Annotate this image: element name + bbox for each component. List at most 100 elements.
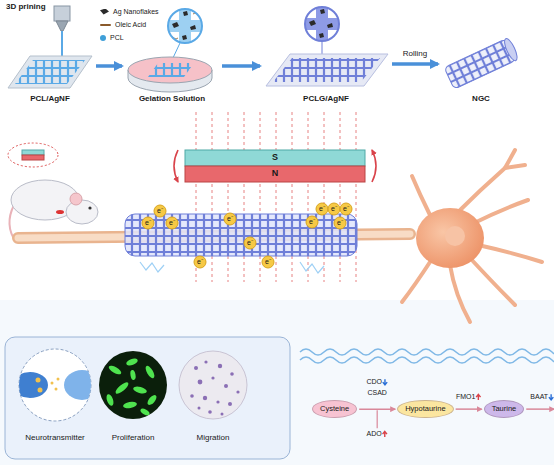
printer-nozzle: [54, 6, 70, 60]
illustration-part: [470, 200, 528, 225]
illustration-part: [185, 150, 365, 166]
fabrication-stage: Gelation Solution: [124, 38, 220, 104]
stage-label: PCL/AgNF: [30, 95, 70, 104]
illustration-part: [228, 402, 232, 406]
electron-label: e⁻: [331, 205, 337, 213]
illustration-part: [224, 213, 236, 225]
legend-text: Ag Nanoflakes: [113, 8, 159, 16]
illustration-part: [123, 401, 138, 409]
enzyme-label: ADO: [367, 430, 382, 438]
process-arrow: [222, 64, 260, 68]
legend: Ag NanoflakesOleic AcidPCL: [100, 6, 159, 45]
illustration-part: [105, 357, 158, 417]
illustration-part: [203, 396, 207, 400]
illustration-part: [168, 9, 202, 43]
illustration-part: [154, 205, 166, 217]
legend-text: Oleic Acid: [115, 21, 146, 29]
illustration-part: [185, 166, 365, 182]
zoom-inset: [302, 4, 342, 44]
petri-dish: [128, 43, 212, 92]
illustration-part: [146, 393, 158, 406]
illustration-part: [51, 382, 54, 385]
illustration-part: [319, 33, 324, 38]
illustration-part: [309, 20, 316, 26]
illustration-part: [130, 370, 137, 381]
outgoing-arrow: [526, 408, 554, 410]
illustration-part: [56, 210, 64, 214]
enzyme-label: FMO1: [456, 393, 475, 401]
illustration-part: [198, 407, 201, 410]
illustration-part: [22, 155, 44, 160]
illustration-part: [190, 360, 239, 415]
illustration-part: [327, 23, 333, 28]
illustration-part: [105, 393, 115, 406]
illustration-part: [172, 22, 179, 28]
assay-label: Neurotransmitter: [25, 434, 85, 443]
illustration-part: [328, 203, 340, 215]
electron-label: e⁻: [169, 219, 175, 227]
electron-label: e⁻: [319, 205, 325, 213]
illustration-part: [262, 256, 274, 268]
illustration-part: [139, 407, 150, 416]
illustration-part: [54, 6, 70, 21]
illustration-part: [221, 413, 224, 416]
electron-label: e⁻: [227, 215, 233, 223]
illustration-part: [224, 384, 228, 388]
regulation-arrow: [383, 431, 387, 437]
illustration-part: [505, 150, 525, 168]
illustration-part: [273, 58, 380, 82]
electron-label: e⁻: [343, 205, 349, 213]
legend-row: Ag Nanoflakes: [100, 6, 159, 17]
regulation-arrow: [383, 379, 387, 385]
illustration-part: [372, 150, 376, 182]
illustration-part: [55, 388, 58, 391]
illustration-part: [316, 4, 328, 44]
illustration-part: [174, 150, 178, 182]
illustration-part: [356, 112, 357, 282]
magnet-pole-label: N: [272, 169, 279, 179]
background-band: [0, 300, 554, 465]
electron-label: e⁻: [157, 207, 163, 215]
illustration-part: [99, 351, 167, 419]
illustration-part: [302, 4, 342, 44]
rotating-magnet: [174, 150, 376, 182]
illustration-part: [125, 357, 138, 367]
process-arrow: [96, 64, 122, 68]
fabrication-stage: PCLG/AgNF: [262, 38, 390, 104]
regulation-arrow: [476, 394, 480, 400]
zoom-inset: [165, 6, 205, 46]
illustration-part: [340, 203, 352, 215]
illustration-part: [107, 364, 122, 376]
illustration-part: [114, 381, 130, 396]
illustration-part: [15, 60, 85, 84]
illustration-part: [502, 37, 519, 62]
regulation-arrow: [549, 394, 553, 400]
illustration-part: [64, 370, 100, 400]
stage-label: Gelation Solution: [139, 95, 205, 104]
illustration-part: [144, 364, 156, 379]
legend-swatch: [100, 24, 111, 26]
illustration-part: [179, 6, 191, 46]
illustration-part: [305, 7, 339, 41]
illustration-part: [445, 226, 465, 246]
magnet-pole-label: S: [272, 153, 278, 163]
illustration-part: [266, 54, 388, 86]
illustration-part: [57, 378, 60, 381]
metabolite-name: Hypotaurine: [405, 405, 445, 413]
illustration-part: [125, 214, 357, 256]
electron-label: e⁻: [337, 219, 343, 227]
illustration-part: [22, 150, 44, 155]
illustration-part: [306, 216, 318, 228]
assay-label: Migration: [197, 434, 230, 443]
electron-label: e⁻: [247, 239, 253, 247]
electron-label: e⁻: [197, 258, 203, 266]
legend-text: PCL: [110, 34, 124, 42]
illustration-part: [412, 176, 430, 215]
metabolite-name: Cysteine: [320, 405, 349, 413]
legend-swatch: [100, 9, 109, 15]
illustration-part: [316, 203, 328, 215]
illustration-part: [140, 262, 164, 272]
illustration-part: [402, 150, 542, 322]
illustration-part: [148, 63, 194, 77]
